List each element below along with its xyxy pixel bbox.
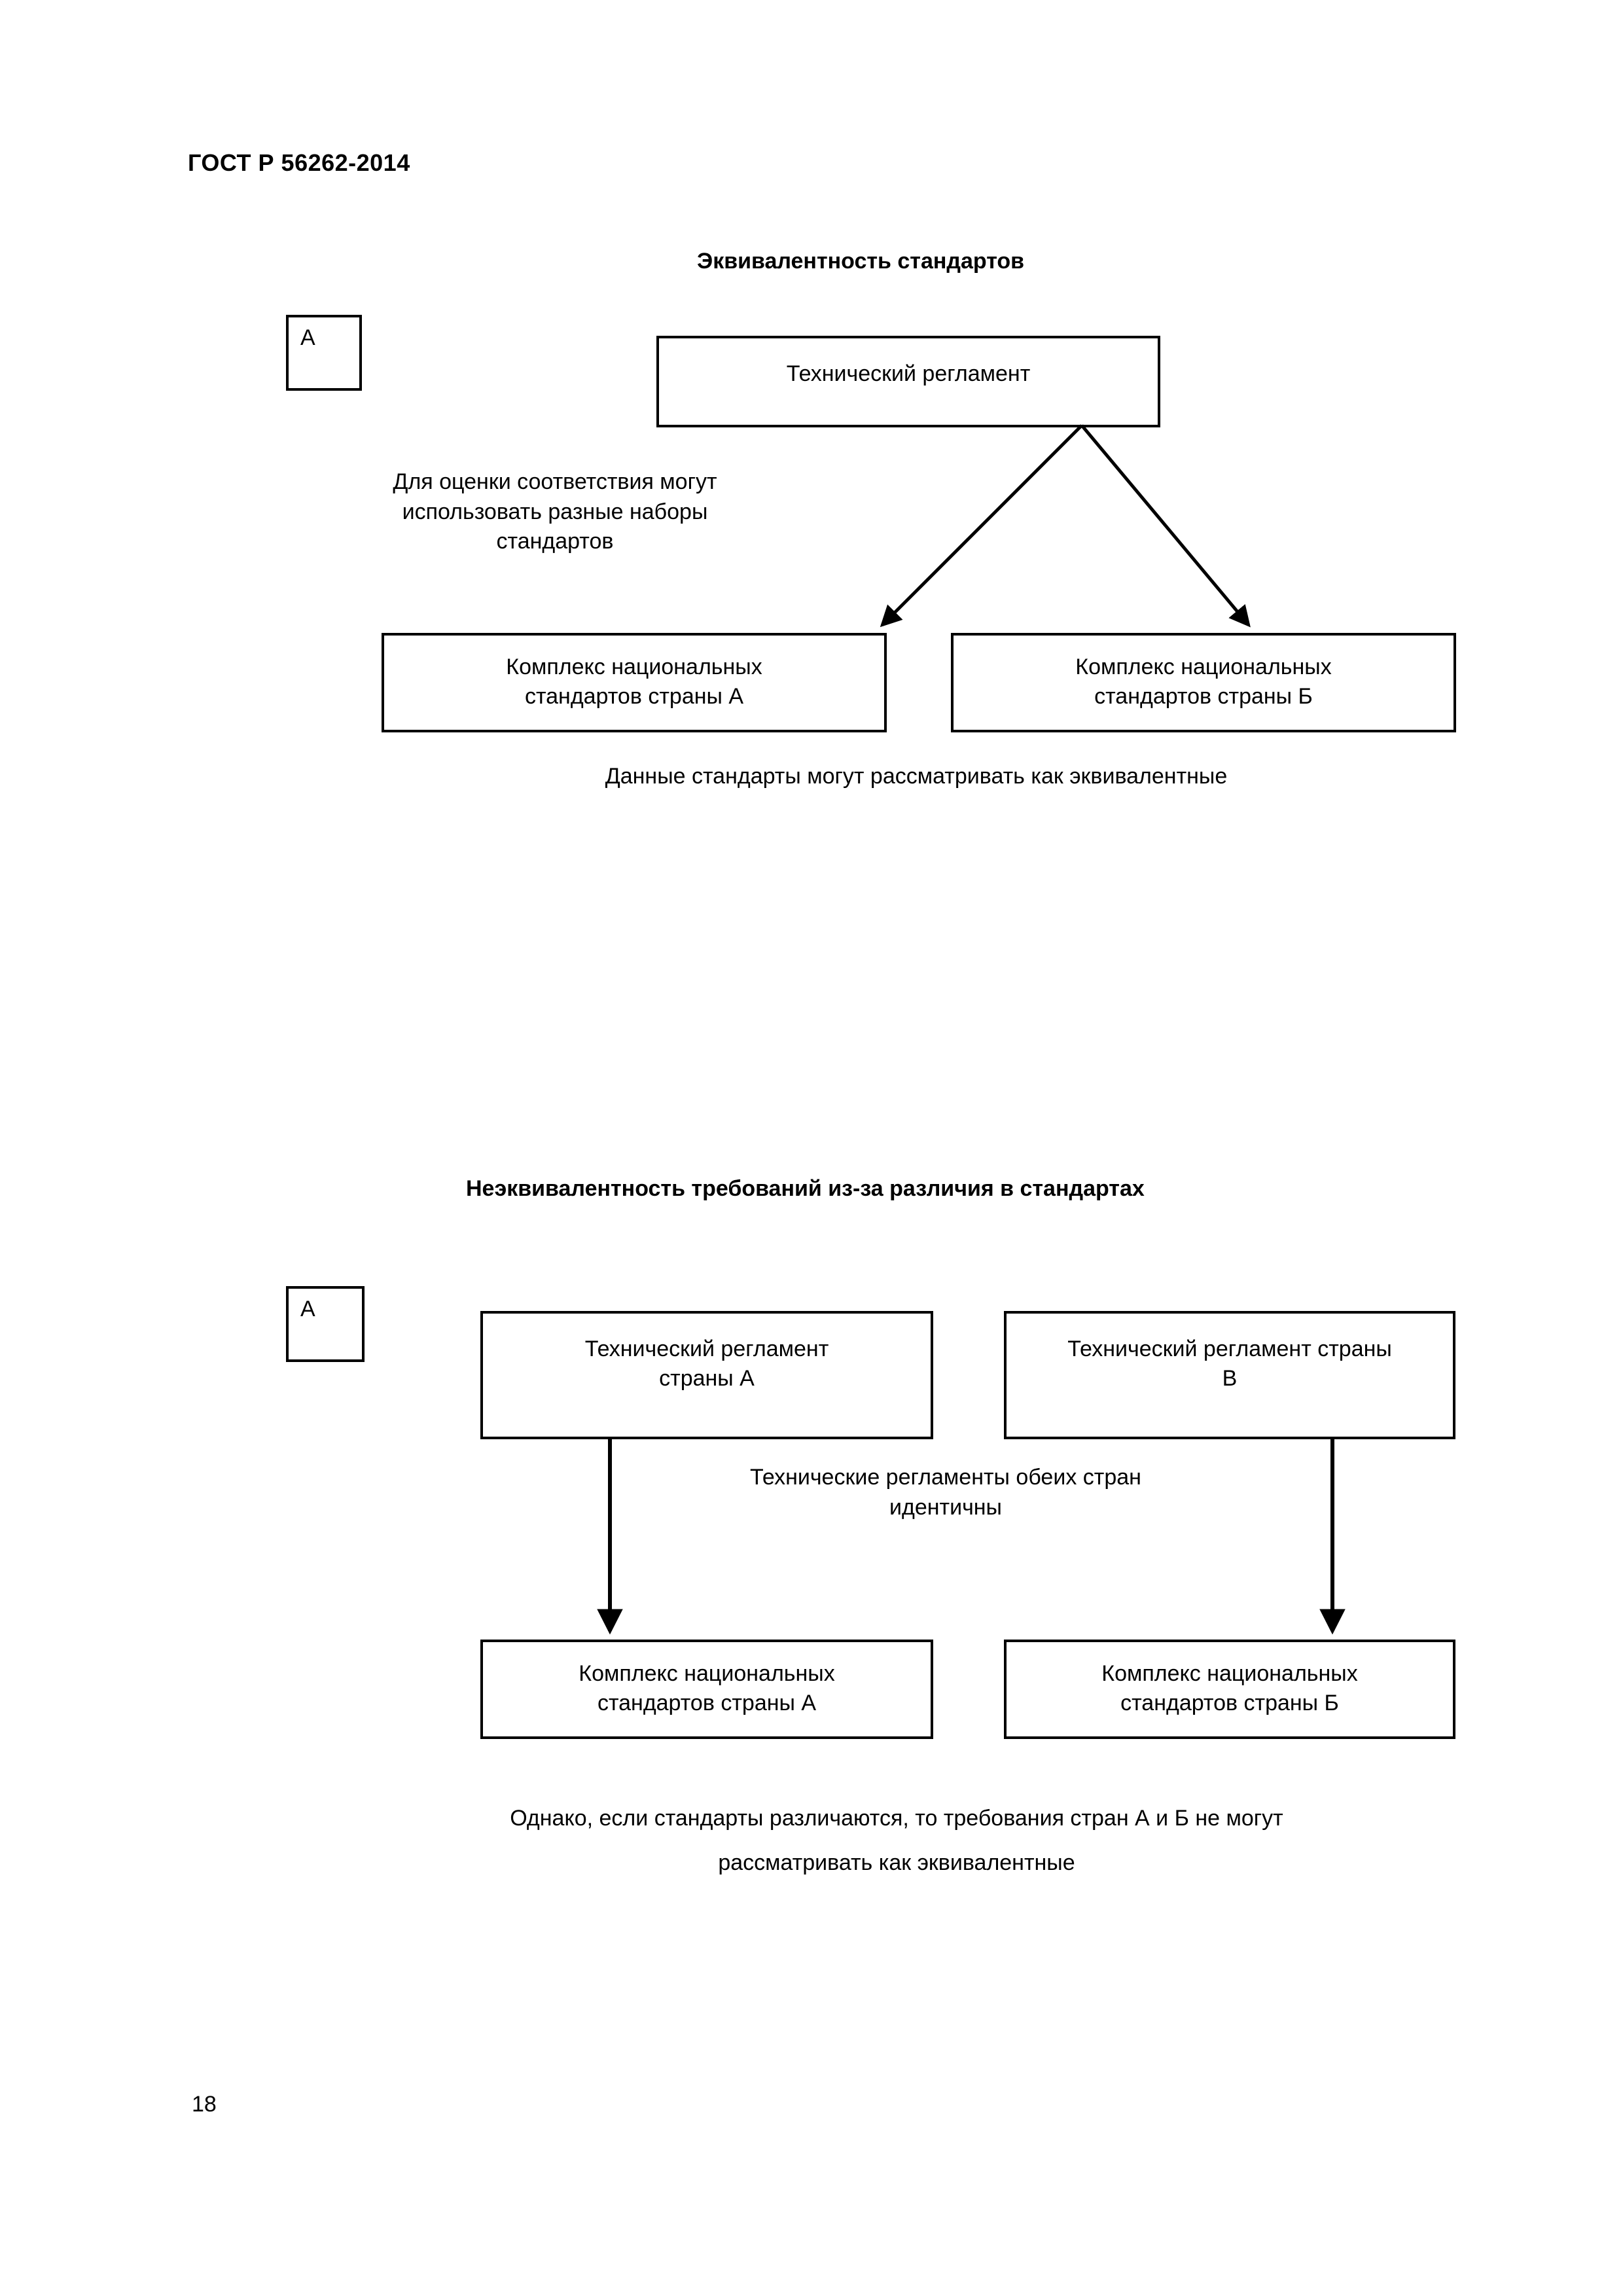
document-header: ГОСТ Р 56262-2014: [188, 149, 410, 176]
diagram-2-right-bottom-box: Комплекс национальных стандартов страны …: [1004, 1640, 1455, 1739]
diagram-2-right-bottom-box-label: Комплекс национальных стандартов страны …: [1101, 1661, 1358, 1715]
diagram-1-left-box-label: Комплекс национальных стандартов страны …: [506, 655, 762, 709]
diagram-2-right-top-box-label: Технический регламент страны В: [1067, 1336, 1392, 1391]
diagram-1-tag-box: А: [286, 315, 362, 391]
diagram-1-tag-label: А: [300, 325, 315, 350]
page-number: 18: [192, 2092, 217, 2117]
diagram-1-right-box-label: Комплекс национальных стандартов страны …: [1075, 655, 1332, 709]
diagram-2-right-top-box: Технический регламент страны В: [1004, 1311, 1455, 1439]
diagram-1-title: Эквивалентность стандартов: [697, 249, 1025, 274]
diagram-1-top-box-label: Технический регламент: [786, 361, 1031, 386]
diagram-1-left-box: Комплекс национальных стандартов страны …: [382, 633, 887, 732]
diagram-1-caption: Данные стандарты могут рассматривать как…: [605, 764, 1228, 789]
diagram-2-left-top-box: Технический регламент страны А: [480, 1311, 933, 1439]
diagram-1-right-box: Комплекс национальных стандартов страны …: [951, 633, 1456, 732]
diagram-1-note: Для оценки соответствия могут использова…: [393, 469, 717, 554]
diagram-2-left-bottom-box: Комплекс национальных стандартов страны …: [480, 1640, 933, 1739]
diagram-2-note: Технические регламенты обеих стран идент…: [750, 1465, 1141, 1520]
diagram-2-tag-label: А: [300, 1297, 315, 1321]
diagram-2-left-top-box-label: Технический регламент страны А: [584, 1336, 829, 1391]
diagram-2-tag-box: А: [286, 1286, 365, 1362]
diagram-1-top-box: Технический регламент: [656, 336, 1160, 427]
diagram-1-arrow-right: [1080, 424, 1251, 628]
diagram-2-caption: Однако, если стандарты различаются, то т…: [510, 1806, 1283, 1875]
diagram-1-arrow-left: [880, 424, 1083, 628]
diagram-2-title: Неэквивалентность требований из-за разли…: [466, 1176, 1145, 1201]
diagram-2-left-bottom-box-label: Комплекс национальных стандартов страны …: [579, 1661, 835, 1715]
